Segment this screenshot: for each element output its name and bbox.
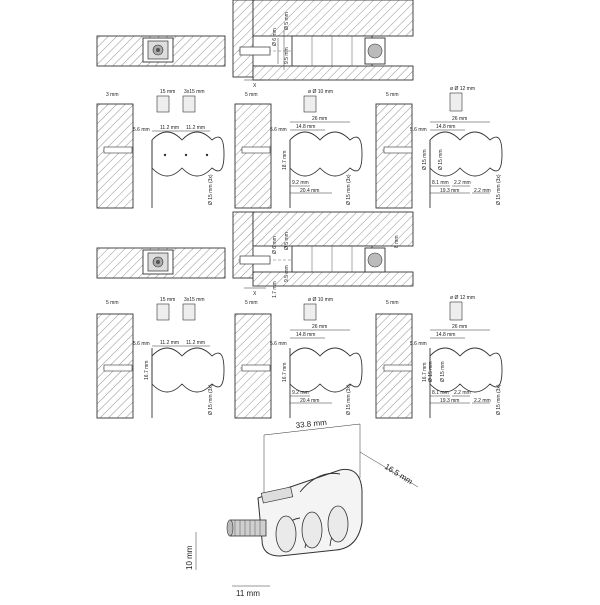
top-p3-dim-10: Ø 15 mm (3x) (496, 174, 502, 205)
top-detail-dia-6: Ø 6 mm (272, 28, 278, 46)
bottom-p3-dim-8: 2.2 mm (454, 390, 471, 396)
top-p3-hole: 5 mm (386, 92, 399, 98)
top-p3-dim-1: 26 mm (452, 116, 467, 122)
bottom-p3-dim-9: 19.3 mm (440, 398, 459, 404)
top-p2-dim-6: 20.4 mm (300, 188, 319, 194)
top-p2-dim-5: 9.2 mm (292, 180, 309, 186)
threaded-pin (226, 519, 267, 537)
dim-height: 10 mm (185, 545, 194, 570)
top-detail-x: X (253, 83, 257, 89)
bottom-p1-hole: 5 mm (106, 300, 119, 306)
bottom-p1-icon-1: 15 mm (160, 297, 175, 303)
bottom-p2-icon: ø Ø 10 mm (308, 297, 333, 303)
dim-width: 16.5 mm (383, 462, 414, 486)
top-p3-dim-4: Ø 15 mm (422, 149, 428, 170)
top-p1-dim-4: Ø 15 mm (3x) (208, 174, 214, 205)
top-p2-dim-1: 26 mm (312, 116, 327, 122)
top-p1-icon-1: 15 mm (160, 89, 175, 95)
bottom-p2-dim-6: 20.4 mm (300, 398, 319, 404)
top-p2-dim-4: 18.7 mm (282, 151, 288, 170)
bottom-p2-dim-5: 9.2 mm (292, 390, 309, 396)
connector-perspective: 33.8 mm 16.5 mm 10 mm 11 mm (185, 418, 419, 598)
top-p3-dim-2: 14.8 mm (436, 124, 455, 130)
bottom-detail-dia-5: Ø 5 mm (284, 232, 290, 250)
bottom-p3-icon: ø Ø 12 mm (450, 295, 475, 301)
bottom-panel-3: 5 mm ø Ø 12 mm 26 mm 14.8 mm 5.6 mm Ø 15… (375, 295, 503, 419)
top-panel-2: 5 mm ø Ø 10 mm 26 mm 14.8 mm 5.6 mm 18.7… (234, 89, 363, 209)
top-p3-dim-6: 8.1 mm (432, 180, 449, 186)
bottom-side-detail: Ø 6 mm Ø 5 mm 9.5 mm 8 mm 1.7 mm X (232, 211, 414, 298)
bottom-slab-view (96, 247, 226, 279)
top-p3-dim-5: Ø 15 mm (438, 149, 444, 170)
bottom-panel-2: 5 mm ø Ø 10 mm 26 mm 14.8 mm 5.6 mm 16.7… (234, 297, 363, 419)
bottom-panel-1: 5 mm 15 mm 3x15 mm 5.6 mm 11.2 mm 11.2 m… (96, 297, 225, 419)
top-p2-dim-3: 5.6 mm (270, 127, 287, 133)
top-p3-icon: ø Ø 12 mm (450, 86, 475, 92)
bottom-p1-dim-1: 5.6 mm (133, 341, 150, 347)
top-p3-dim-3: 5.6 mm (410, 127, 427, 133)
bottom-p3-dim-10: 2.2 mm (474, 398, 491, 404)
top-p1-dim-3: 11.2 mm (186, 125, 205, 131)
bottom-p2-dim-3: 5.6 mm (270, 341, 287, 347)
bottom-p1-dim-2: 11.2 mm (160, 340, 179, 346)
bottom-p2-dim-1: 26 mm (312, 324, 327, 330)
bottom-p3-dim-11: Ø 15 mm (3x) (496, 384, 502, 415)
bottom-detail-1-7: 1.7 mm (272, 281, 278, 298)
top-detail-dia-5: Ø 5 mm (284, 12, 290, 30)
top-slab-view (96, 35, 226, 67)
dim-thread: 11 mm (236, 589, 260, 598)
top-p1-dim-2: 11.2 mm (160, 125, 179, 131)
dim-length: 33.8 mm (295, 418, 327, 430)
top-p2-icon: ø Ø 10 mm (308, 89, 333, 95)
bottom-p2-dim-4: 16.7 mm (282, 363, 288, 382)
bottom-p3-dim-5: Ø 15 mm (440, 361, 446, 382)
bottom-p1-icon-2: 3x15 mm (184, 297, 205, 303)
bottom-detail-8: 8 mm (394, 236, 400, 249)
bottom-p3-dim-2: 14.8 mm (436, 332, 455, 338)
top-panel-3: 5 mm ø Ø 12 mm 26 mm 14.8 mm 5.6 mm Ø 15… (375, 86, 503, 209)
bottom-p2-hole: 5 mm (245, 300, 258, 306)
bottom-p3-hole: 5 mm (386, 300, 399, 306)
top-p2-dim-7: Ø 15 mm (3x) (346, 174, 352, 205)
bottom-p3-dim-6: 16.7 mm (422, 363, 428, 382)
bottom-detail-9-5: 9.5 mm (284, 265, 290, 282)
bottom-detail-x: X (253, 291, 257, 297)
top-panel-1: 3 mm 15 mm 3x15 mm 5.6 mm 11.2 mm 11.2 m… (96, 89, 225, 209)
bottom-p3-dim-1: 26 mm (452, 324, 467, 330)
top-p3-dim-7: 2.2 mm (454, 180, 471, 186)
bottom-p2-dim-2: 14.8 mm (296, 332, 315, 338)
bottom-p1-dim-3: 11.2 mm (186, 340, 205, 346)
bottom-p3-dim-4: Ø 15 mm (428, 361, 434, 382)
top-side-detail: Ø 6 mm Ø 5 mm 9.5 mm X (232, 0, 414, 89)
top-p1-icon-2: 3x15 mm (184, 89, 205, 95)
top-p2-hole: 5 mm (245, 92, 258, 98)
bottom-p1-dim-4: 16.7 mm (144, 361, 150, 380)
top-p1-hole: 3 mm (106, 92, 119, 98)
bottom-detail-dia-6: Ø 6 mm (272, 236, 278, 254)
bottom-p3-dim-3: 5.6 mm (410, 341, 427, 347)
top-p2-dim-2: 14.8 mm (296, 124, 315, 130)
top-p3-dim-8: 19.3 mm (440, 188, 459, 194)
bottom-p1-dim-5: Ø 15 mm (3x) (208, 384, 214, 415)
bottom-p2-dim-7: Ø 15 mm (3x) (346, 384, 352, 415)
top-p1-dim-1: 5.6 mm (133, 127, 150, 133)
top-p3-dim-9: 2.2 mm (474, 188, 491, 194)
bottom-p3-dim-7: 8.1 mm (432, 390, 449, 396)
top-detail-9-5: 9.5 mm (284, 47, 290, 64)
